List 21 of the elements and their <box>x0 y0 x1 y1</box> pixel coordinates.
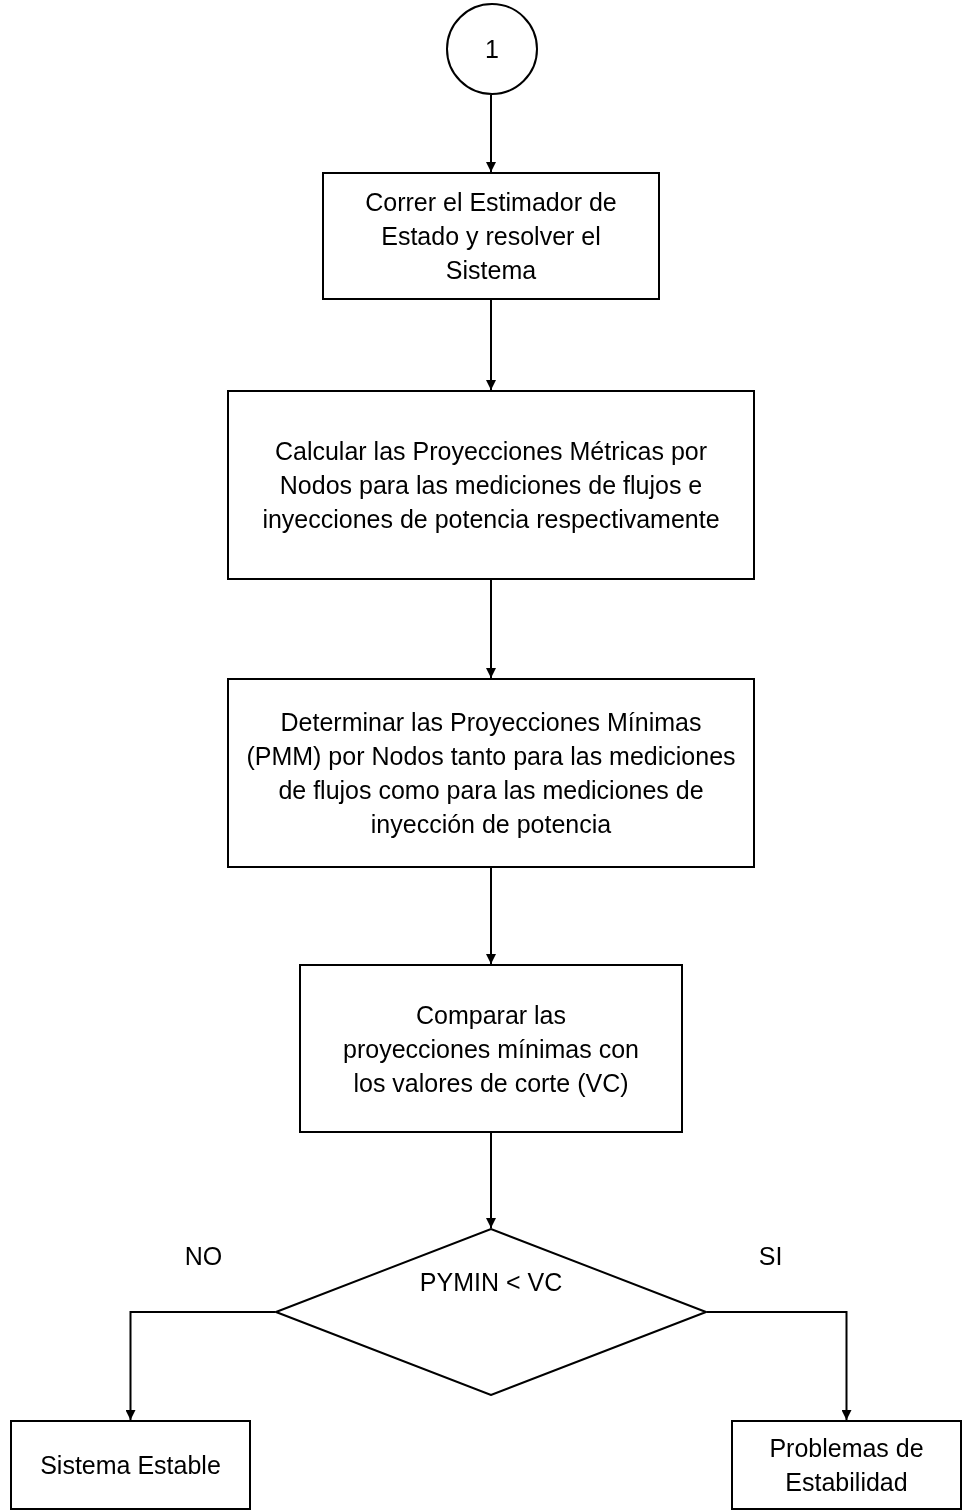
process-box <box>10 1420 251 1510</box>
node-text: Correr el Estimador de Estado y resolver el Sistema <box>364 187 618 286</box>
arrow <box>486 94 496 173</box>
process-box <box>322 172 660 300</box>
arrow <box>486 579 496 679</box>
node-text: PYMIN < VC <box>419 1267 563 1298</box>
arrow <box>486 867 496 965</box>
arrow <box>486 299 496 391</box>
process-box <box>227 390 755 580</box>
process-box <box>299 964 683 1133</box>
node-text: 1 <box>485 34 499 65</box>
node-text: Comparar las proyecciones mínimas con los valores de corte (VC) <box>342 999 640 1099</box>
arrow <box>125 1311 276 1421</box>
arrow <box>486 1132 496 1229</box>
node-text: Determinar las Proyecciones Mínimas (PMM) por Nodos tanto para las mediciones de flujos como para las mediciones de inyección de potencia <box>245 707 737 840</box>
process-box <box>731 1420 962 1510</box>
process-box <box>227 678 755 868</box>
node-text: Sistema Estable <box>40 1450 221 1481</box>
node-text: Calcular las Proyecciones Métricas por Nodos para las mediciones de flujos e inyecciones de potencia respectivamente <box>261 436 721 535</box>
arrow <box>706 1311 852 1421</box>
node-text: Problemas de Estabilidad <box>768 1433 925 1498</box>
